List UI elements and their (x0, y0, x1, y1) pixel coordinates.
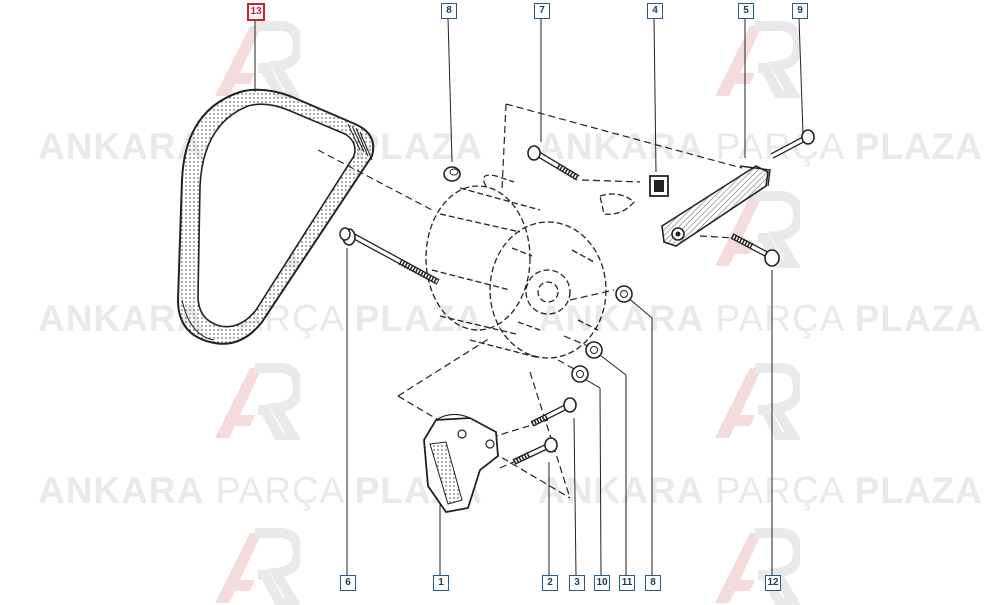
bolt-7 (527, 145, 580, 181)
callout-10[interactable]: 10 (594, 575, 610, 591)
callout-4[interactable]: 4 (647, 3, 663, 19)
watermark-text: ANKARA PARÇA PLAZA (538, 470, 983, 511)
callout-9[interactable]: 9 (792, 3, 808, 19)
watermark-logo (215, 528, 300, 605)
callout-12[interactable]: 12 (765, 575, 781, 591)
callout-6[interactable]: 6 (340, 575, 356, 591)
drive-belt (176, 88, 375, 345)
watermark-logo (215, 21, 300, 98)
bolt-3 (530, 397, 577, 427)
callout-11[interactable]: 11 (619, 575, 635, 591)
clip-4 (649, 175, 669, 197)
watermark-logo (715, 528, 800, 605)
callout-1[interactable]: 1 (433, 575, 449, 591)
callout-8-top[interactable]: 8 (441, 3, 457, 19)
assembly-lines (317, 103, 743, 499)
bolt-12 (730, 233, 780, 267)
nut-11 (585, 341, 603, 359)
mounting-bracket (423, 413, 499, 513)
nut-10 (571, 365, 589, 383)
bolt-9 (770, 129, 815, 159)
alternator (425, 174, 635, 359)
callout-13[interactable]: 13 (247, 3, 265, 21)
bolt-2 (512, 437, 558, 465)
watermark-logo (215, 363, 300, 440)
callout-2[interactable]: 2 (542, 575, 558, 591)
leader-lines (254, 17, 804, 576)
callout-7[interactable]: 7 (534, 3, 550, 19)
watermark-logo (715, 21, 800, 98)
callout-5[interactable]: 5 (738, 3, 754, 19)
watermark-logo (715, 363, 800, 440)
tensioner-bracket (661, 165, 771, 247)
callout-8-bottom[interactable]: 8 (645, 575, 661, 591)
nut-top (443, 166, 461, 182)
nut-8 (615, 285, 633, 303)
callout-3[interactable]: 3 (569, 575, 585, 591)
watermark-text: ANKARA PARÇA PLAZA (538, 126, 983, 167)
long-bolt (339, 227, 440, 285)
